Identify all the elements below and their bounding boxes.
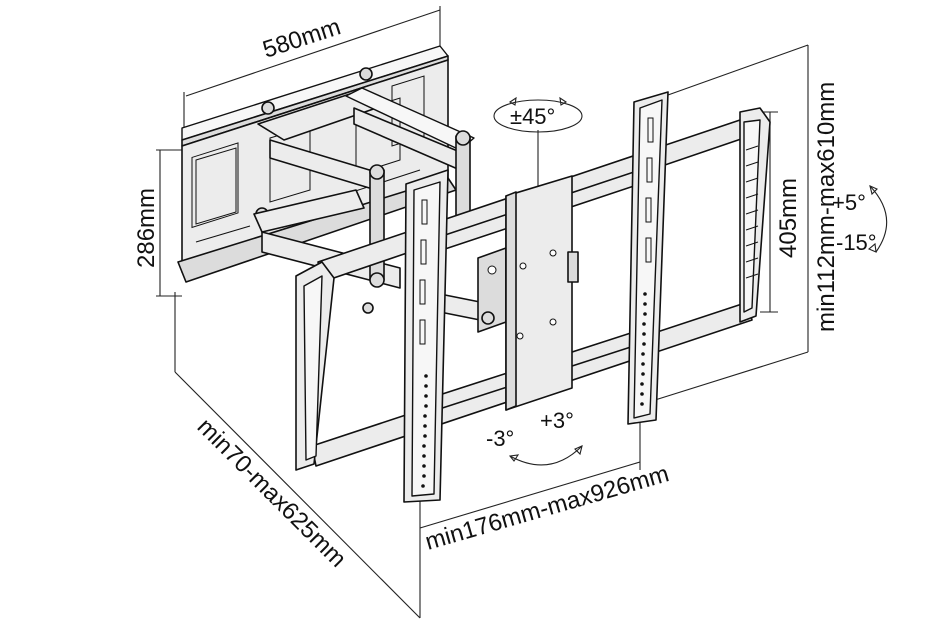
rotation-indicators [493, 96, 888, 466]
plate-height-label: 286mm [133, 188, 160, 268]
swivel-label: ±45° [510, 104, 555, 129]
extension-label: min70-max625mm [192, 413, 352, 573]
width-label: 580mm [260, 13, 344, 63]
arm-assembly [253, 87, 507, 333]
swivel-arrow-left [508, 96, 517, 106]
spacing-label: min176mm-max926mm [422, 460, 672, 555]
tilt-arc [869, 185, 888, 253]
bracket-height-label: 405mm [775, 178, 802, 258]
level-arrow-left [508, 454, 520, 462]
tv-bracket [295, 91, 771, 503]
left-arm-holes [419, 199, 428, 488]
swivel-ellipse [493, 99, 583, 133]
level-plus-label: +3° [540, 408, 574, 433]
tilt-arrow-up [869, 185, 878, 196]
level-minus-label: -3° [486, 426, 514, 451]
vertical-range-label: min112mm-max610mm [813, 82, 840, 332]
level-arc [509, 445, 583, 466]
right-handle-rungs [745, 145, 759, 279]
dimension-lines [156, 6, 809, 619]
tilt-up-label: +5° [832, 190, 866, 215]
right-arm-holes [640, 117, 654, 406]
tilt-arrow-down [867, 242, 877, 253]
tilt-down-label: -15° [836, 230, 877, 255]
level-arrow-right [574, 445, 583, 456]
swivel-arrow-right [559, 96, 568, 106]
